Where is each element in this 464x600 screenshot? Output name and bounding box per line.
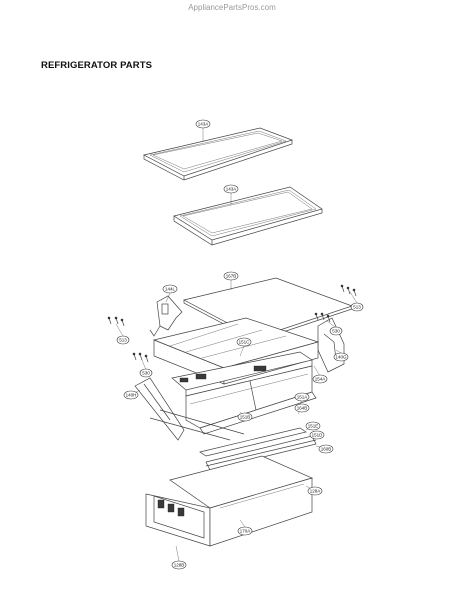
right-frame-bracket [317, 317, 345, 373]
callout-513-left: 513 [116, 335, 130, 345]
callout-530-left: 530 [139, 368, 153, 378]
callout-140g: 140G [333, 352, 349, 362]
callout-label: 154A [315, 377, 326, 382]
callout-label: 151C [239, 340, 251, 345]
callout-label: 151B [240, 415, 251, 420]
watermark-text: AppliancePartsPros.com [188, 3, 276, 12]
callout-label: 128B [174, 563, 185, 568]
callout-label: 128A [310, 489, 321, 494]
callout-128b: 128B [171, 560, 187, 570]
callout-label: 530 [142, 371, 150, 376]
callout-label: 167B [226, 274, 237, 279]
callout-170a: 170A [237, 526, 253, 536]
callout-154a: 154A [312, 374, 328, 384]
callout-151b: 151B [237, 412, 253, 422]
callout-label: 160B [321, 447, 332, 452]
left-drawer-rail [134, 377, 185, 441]
callout-167b: 167B [223, 271, 239, 281]
callout-164b: 164B [294, 403, 310, 413]
crisper-front-trim [171, 351, 313, 397]
glass-shelf-top [143, 127, 294, 181]
callout-143a-top: 143A [195, 119, 211, 129]
callout-label: 151E [308, 424, 319, 429]
callout-151e: 151E [305, 421, 321, 431]
callout-140h: 140H [123, 390, 139, 400]
callout-label: 143A [198, 122, 209, 127]
glass-shelf-bottom [173, 186, 323, 246]
callout-label: 140G [335, 355, 347, 360]
crisper-drawer-pair [185, 365, 317, 435]
callout-144l: 144L [162, 284, 178, 294]
callout-143a-bottom: 143A [223, 184, 239, 194]
callout-160b: 160B [318, 444, 334, 454]
callout-151c: 151C [236, 337, 252, 347]
callout-label: 513 [353, 305, 361, 310]
callout-label: 143A [226, 187, 237, 192]
callout-151a: 151A [294, 392, 310, 402]
callout-label: 164B [297, 406, 308, 411]
callout-label: 170A [240, 529, 251, 534]
callout-label: 513 [119, 338, 127, 343]
callout-label: 140H [126, 393, 137, 398]
callout-530-right: 530 [329, 326, 343, 336]
callout-label: 530 [332, 329, 340, 334]
callout-label: 144L [165, 287, 176, 292]
callout-label: 151A [297, 395, 308, 400]
pantry-drawer [145, 455, 314, 547]
callout-label: 151D [312, 433, 324, 438]
right-screw-set [314, 284, 357, 323]
left-frame-bracket [149, 295, 183, 337]
callout-128a: 128A [307, 486, 323, 496]
callout-151d: 151D [309, 430, 325, 440]
slide-rail-set [149, 409, 317, 471]
callout-513-right: 513 [350, 302, 364, 312]
left-screw-set [107, 316, 149, 363]
page-title: REFRIGERATOR PARTS [41, 60, 153, 71]
